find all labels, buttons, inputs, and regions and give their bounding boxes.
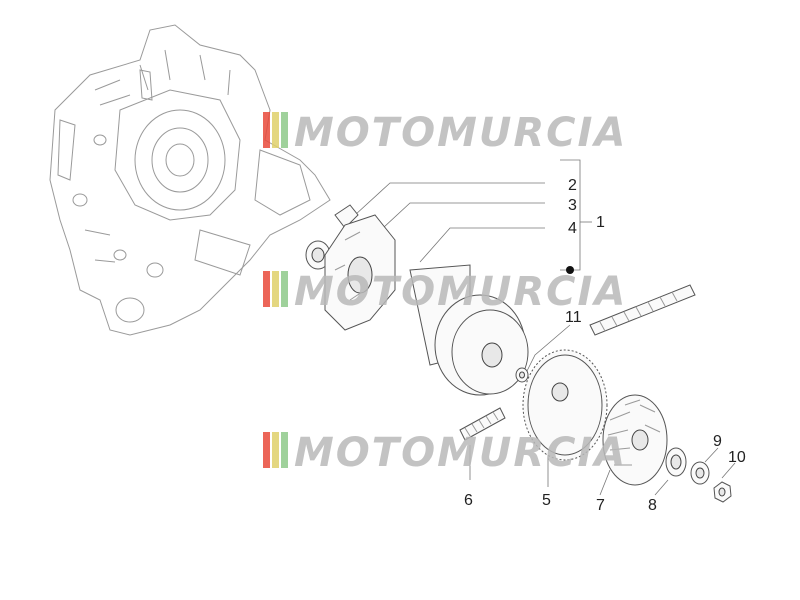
label-5: 5 [542, 492, 551, 509]
part-7-fan-pulley [602, 394, 668, 486]
watermark-top: MOTOMURCIA [263, 110, 627, 156]
watermark-text: MOTOMURCIA [294, 110, 627, 156]
watermark-middle: MOTOMURCIA [263, 269, 627, 315]
label-2: 2 [568, 177, 577, 194]
part-4-movable-pulley [409, 264, 529, 396]
part-5-fixed-pulley [522, 349, 608, 461]
watermark-text: MOTOMURCIA [294, 430, 627, 476]
label-8: 8 [648, 497, 657, 514]
label-9: 9 [713, 433, 722, 450]
crankcase-housing [49, 24, 331, 336]
label-7: 7 [596, 497, 605, 514]
label-4: 4 [568, 220, 577, 237]
part-2-slider [334, 204, 359, 229]
part-10-nut [713, 481, 732, 503]
part-8-bearing [665, 447, 687, 477]
label-1: 1 [596, 214, 605, 231]
label-11: 11 [565, 309, 582, 326]
drive-belt-upper [589, 284, 696, 336]
label-3: 3 [568, 197, 577, 214]
bullet-marker [566, 266, 574, 274]
roller-weight [305, 240, 331, 270]
part-3-ramp-plate [324, 214, 396, 331]
part-9-washer [690, 461, 710, 485]
watermark-text: MOTOMURCIA [294, 269, 627, 315]
label-10: 10 [728, 449, 746, 466]
label-6: 6 [464, 492, 473, 509]
part-11-washer [515, 367, 529, 383]
part-labels: 2 3 4 1 11 5 6 7 8 9 10 [464, 177, 746, 514]
watermark-bottom: MOTOMURCIA [263, 430, 627, 476]
part-6-drive-belt-lower [459, 407, 506, 441]
